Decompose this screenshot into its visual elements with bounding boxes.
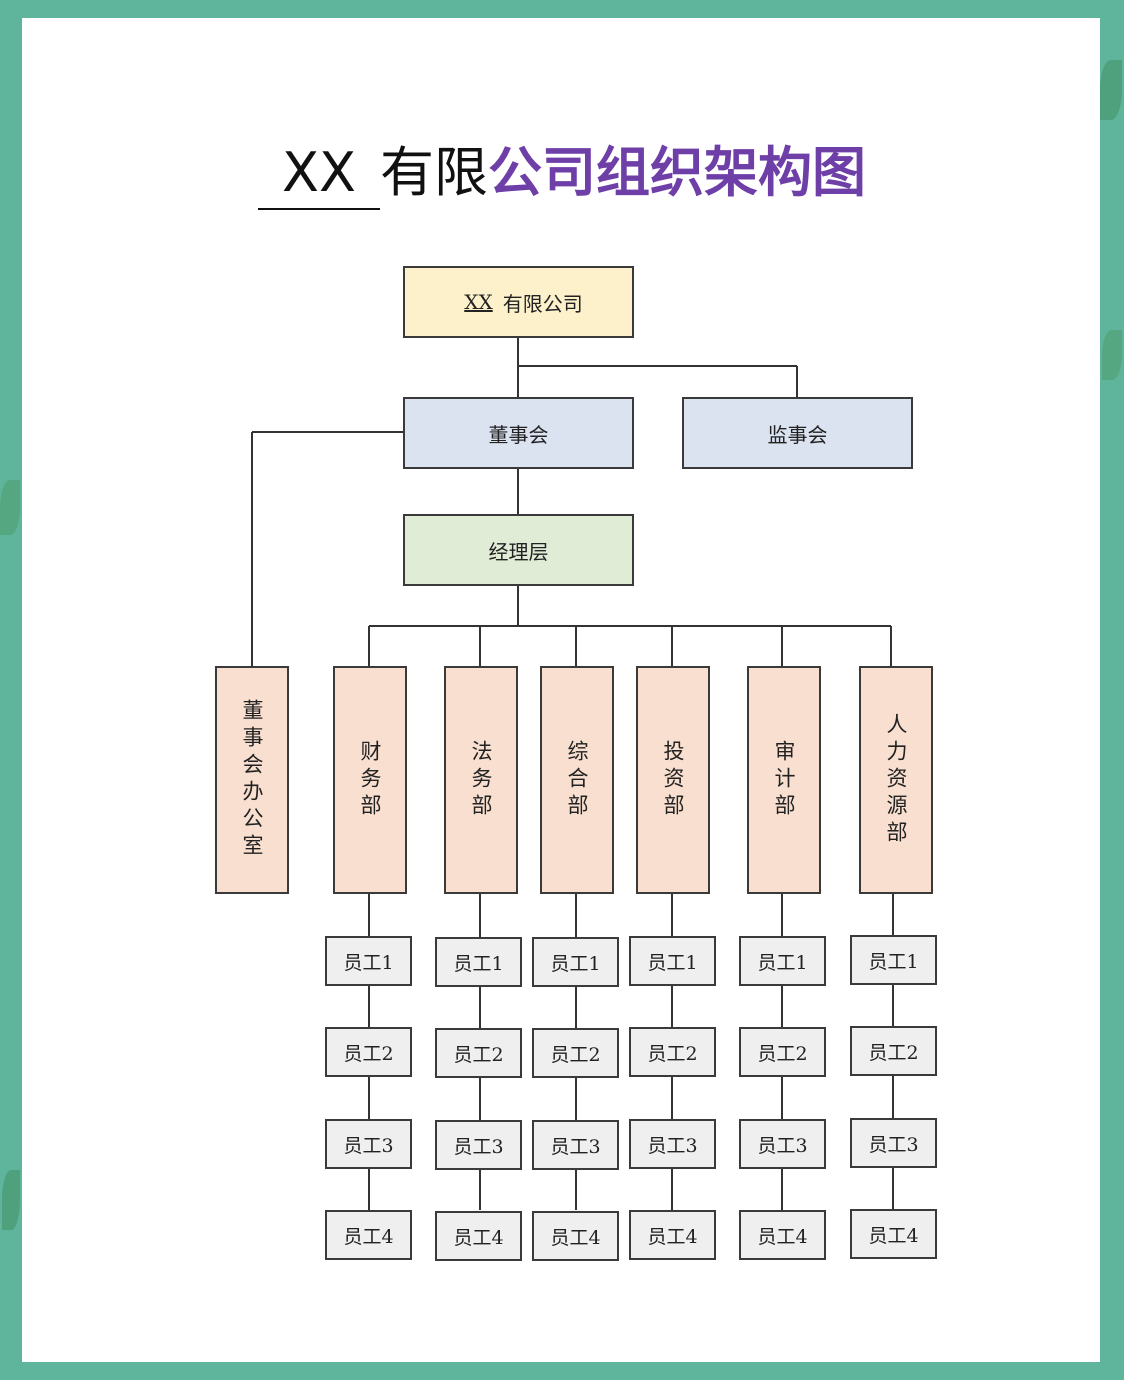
employee-node: 员工3 (435, 1120, 522, 1170)
employee-node: 员工1 (532, 937, 619, 987)
company-suffix: 有限公司 (502, 291, 583, 316)
employee-node: 员工1 (739, 936, 826, 986)
employee-node: 员工2 (532, 1028, 619, 1078)
leaf-decoration (2, 1170, 20, 1230)
board-node: 董事会 (403, 397, 634, 469)
employee-node: 员工1 (435, 937, 522, 987)
leaf-decoration (1102, 330, 1122, 380)
department-node: 法务部 (444, 666, 518, 894)
company-node: XX 有限公司 (403, 266, 634, 338)
employee-node: 员工4 (850, 1209, 937, 1259)
title-highlight: 公司组织架构图 (488, 141, 866, 204)
department-label: 人力资源部 (884, 712, 908, 848)
company-prefix: XX (464, 290, 493, 314)
employee-node: 员工1 (850, 935, 937, 985)
employee-node: 员工2 (629, 1027, 716, 1077)
employee-node: 员工4 (435, 1211, 522, 1261)
department-label: 综合部 (565, 739, 589, 821)
department-node: 综合部 (540, 666, 614, 894)
employee-node: 员工4 (532, 1211, 619, 1261)
department-label: 审计部 (772, 739, 796, 821)
department-node: 投资部 (636, 666, 710, 894)
board-office-label: 董事会办公室 (240, 699, 264, 861)
employee-node: 员工3 (850, 1118, 937, 1168)
management-node: 经理层 (403, 514, 634, 586)
department-label: 法务部 (469, 739, 493, 821)
department-node: 财务部 (333, 666, 407, 894)
leaf-decoration (1100, 60, 1122, 120)
supervisors-node: 监事会 (682, 397, 913, 469)
department-label: 财务部 (358, 739, 382, 821)
department-node: 审计部 (747, 666, 821, 894)
employee-node: 员工3 (739, 1119, 826, 1169)
department-label: 投资部 (661, 739, 685, 821)
employee-node: 员工1 (629, 936, 716, 986)
employee-node: 员工1 (325, 936, 412, 986)
employee-node: 员工4 (629, 1210, 716, 1260)
employee-node: 员工2 (850, 1026, 937, 1076)
department-node: 人力资源部 (859, 666, 933, 894)
employee-node: 员工3 (325, 1119, 412, 1169)
employee-node: 员工4 (739, 1210, 826, 1260)
employee-node: 员工3 (629, 1119, 716, 1169)
leaf-decoration (0, 480, 20, 535)
employee-node: 员工2 (325, 1027, 412, 1077)
employee-node: 员工2 (739, 1027, 826, 1077)
title-plain: 有限 (380, 141, 488, 204)
employee-node: 员工2 (435, 1028, 522, 1078)
board-office-node: 董事会办公室 (215, 666, 289, 894)
employee-node: 员工4 (325, 1210, 412, 1260)
employee-node: 员工3 (532, 1120, 619, 1170)
title-blank: XX (258, 138, 380, 210)
